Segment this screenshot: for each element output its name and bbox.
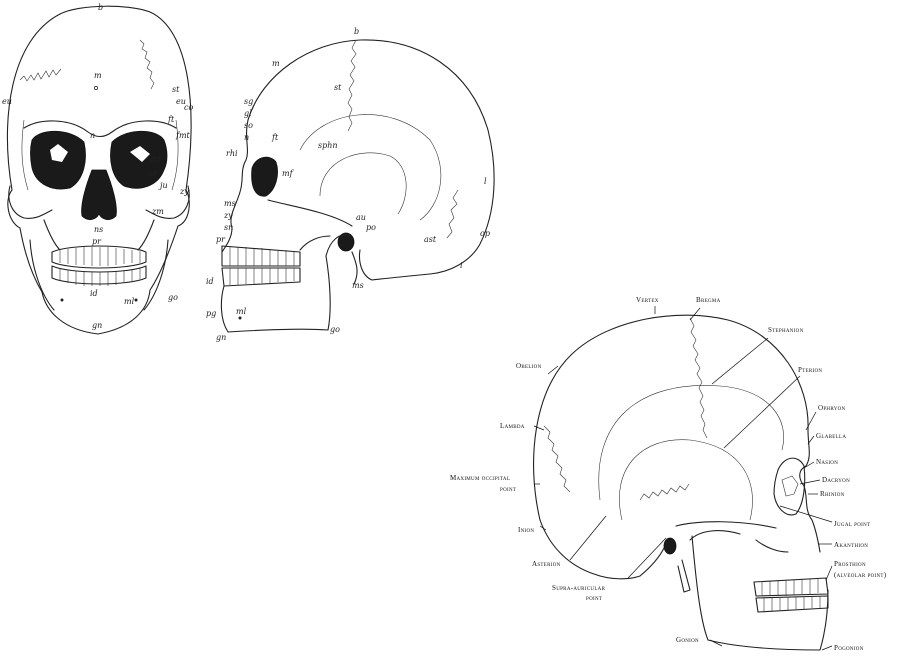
side-label-po: po [366,223,376,232]
point-label-maximum-occipital: Maximum occipital [450,474,510,482]
front-label-go: go [168,293,178,302]
points-coronal-suture [689,317,708,439]
point-label-prosthion: Prosthion [834,560,866,568]
point-label-pterion: Pterion [798,366,822,374]
front-label-ml: ml [124,297,135,306]
side-label-id: id [206,277,214,286]
front-label-co: co [184,103,193,112]
side-label-b: b [354,27,359,36]
side-label-ast: ast [424,235,437,244]
points-view-skull: Vertex Bregma Stephanion Obelion Pterion… [450,296,887,652]
point-label-supra-auricular-point: point [586,594,602,602]
point-label-inion: Inion [518,526,534,534]
side-label-sphn: sphn [318,141,338,150]
front-label-zy: zy [179,187,189,196]
point-label-alveolar-point: (alveolar point) [834,571,887,579]
point-label-ophryon: Ophryon [818,404,846,412]
side-mandible [220,234,351,333]
front-label-m: m [94,71,102,80]
point-label-bregma: Bregma [696,296,721,304]
side-view-skull: b m st sg gl so n rhi ft sphn mf ms zy s… [206,27,495,342]
front-label-gn: gn [92,321,102,330]
side-label-so: so [244,121,253,130]
points-teeth [753,577,829,613]
front-label-st: st [172,85,180,94]
point-label-lambda: Lambda [500,422,525,430]
side-label-rhi: rhi [226,149,238,158]
side-label-sg: sg [244,97,253,106]
points-cranium-outline [533,314,810,521]
point-label-maximum-occipital-point: point [500,485,516,493]
point-label-pogonion: Pogonion [834,644,864,652]
side-label-op: op [480,229,490,238]
point-label-nasion: Nasion [816,458,838,466]
front-label-pr: pr [92,237,102,246]
front-nasal-aperture [81,169,117,220]
front-label-ns: ns [94,225,103,234]
point-label-asterion: Asterion [532,560,561,568]
front-label-id: id [90,289,98,298]
front-label-eu-left: eu [2,97,12,106]
side-teeth [221,245,301,287]
point-label-supra-auricular: Supra-auricular [552,584,606,592]
side-label-mf: mf [282,169,295,178]
side-label-sn: sn [224,223,233,232]
point-label-obelion: Obelion [516,362,542,370]
points-ear-opening [663,537,677,555]
front-label-ft: ft [167,115,175,124]
point-label-gonion: Gonion [676,636,699,644]
side-label-gl: gl [244,109,252,118]
side-label-n: n [244,133,249,142]
side-label-gn: gn [216,333,226,342]
side-orbit [251,156,278,197]
side-label-ms-mastoid: ms [352,281,364,290]
point-label-vertex: Vertex [636,296,659,304]
point-label-glabella: Glabella [816,432,846,440]
side-coronal-suture [347,39,357,132]
points-leader-lines [533,306,833,651]
side-label-pg: pg [206,309,216,318]
side-label-au: au [356,213,366,222]
front-coronal-suture [19,39,155,90]
front-label-or: or [148,169,158,178]
side-ear-opening [337,232,355,252]
front-upper-teeth [51,245,147,286]
front-cranium-outline [6,5,192,335]
point-label-dacryon: Dacryon [822,476,850,484]
front-label-fmt: fmt [175,131,191,140]
points-orbit [773,457,806,516]
front-label-ju: ju [158,181,168,190]
side-cranium-outline [247,39,495,281]
point-label-rhinion: Rhinion [820,490,845,498]
front-right-orbit [110,130,168,189]
point-label-jugal-point: Jugal point [834,520,870,528]
side-label-st: st [334,83,342,92]
point-label-akanthion: Akanthion [834,541,868,549]
side-label-i: i [460,261,463,270]
side-label-ms: ms [224,199,236,208]
front-label-n: n [90,131,95,140]
side-label-ml: ml [236,307,247,316]
front-label-b: b [98,3,103,12]
side-label-m: m [272,59,280,68]
front-label-zm: zm [151,207,164,216]
point-label-stephanion: Stephanion [768,326,804,334]
side-label-pr: pr [216,235,226,244]
front-view-skull: b m eu eu st co ft fmt n mf or zy ju zm … [2,3,193,335]
side-label-zy: zy [223,211,233,220]
front-label-mf: mf [150,155,163,164]
side-label-go: go [330,325,340,334]
points-mandible [691,535,829,651]
side-label-ft: ft [271,133,279,142]
front-label-eu-right: eu [176,97,186,106]
side-label-l: l [484,177,487,186]
